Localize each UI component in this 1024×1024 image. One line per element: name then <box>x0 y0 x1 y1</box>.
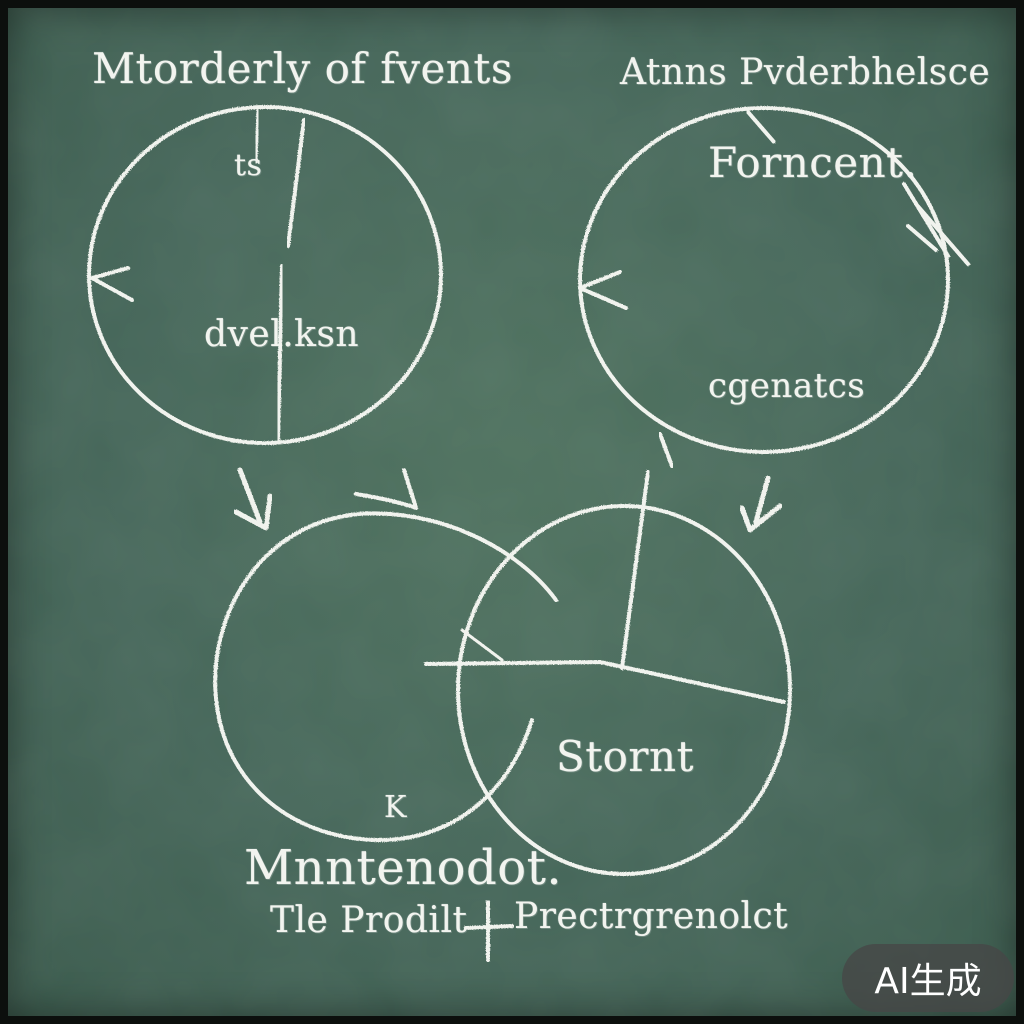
label-circle-top-left-upper: ts <box>234 148 263 183</box>
circle-top-left <box>87 105 443 445</box>
plus-mark <box>464 900 514 962</box>
circle-bottom-left <box>213 511 558 842</box>
circle-top-right-arrow-marks <box>902 182 970 266</box>
circle-bottom-right-tick <box>460 628 504 662</box>
circle-top-right <box>578 106 950 454</box>
circle-top-left-divider-lower <box>276 264 284 444</box>
circle-bottom-right <box>456 504 792 876</box>
arrow-bottom-left-top <box>354 468 418 510</box>
circle-bottom-right-divider-vertical <box>620 470 650 670</box>
arrow-down-right <box>739 475 783 533</box>
label-bottom-left-mark: K <box>384 790 407 825</box>
title-top-left: Mtorderly of fvents <box>92 44 513 93</box>
bottom-subtitle-right: Prectrgrenolct <box>514 896 789 937</box>
arrow-left-top-right <box>578 270 628 310</box>
circle-bottom-right-divider-horizontal <box>424 660 786 704</box>
arrow-down-left <box>233 467 273 531</box>
ai-generated-badge: AI生成 <box>842 944 1014 1012</box>
bottom-subtitle-left: Tle Prodilt <box>270 900 468 941</box>
label-circle-top-right-lower: cgenatcs <box>708 366 866 406</box>
chalkboard: Mtorderly of fvents Atnns Pvderbhelsce t… <box>8 8 1016 1016</box>
label-circle-top-right-upper: Forncent. <box>708 138 918 187</box>
circle-top-right-tail <box>658 432 674 468</box>
circle-top-right-tick <box>746 110 776 144</box>
arrow-left-top-left <box>90 266 134 302</box>
bottom-title: Mnntenodot. <box>244 840 563 896</box>
title-top-right: Atnns Pvderbhelsce <box>620 52 991 93</box>
label-circle-top-left-lower: dvel.ksn <box>204 314 360 355</box>
board-texture <box>8 8 1016 1016</box>
circle-top-left-divider-upper <box>286 118 306 248</box>
chalk-diagram <box>8 8 1016 1016</box>
label-bottom-right: Stornt <box>556 732 694 781</box>
circle-top-left-tick <box>254 108 260 164</box>
